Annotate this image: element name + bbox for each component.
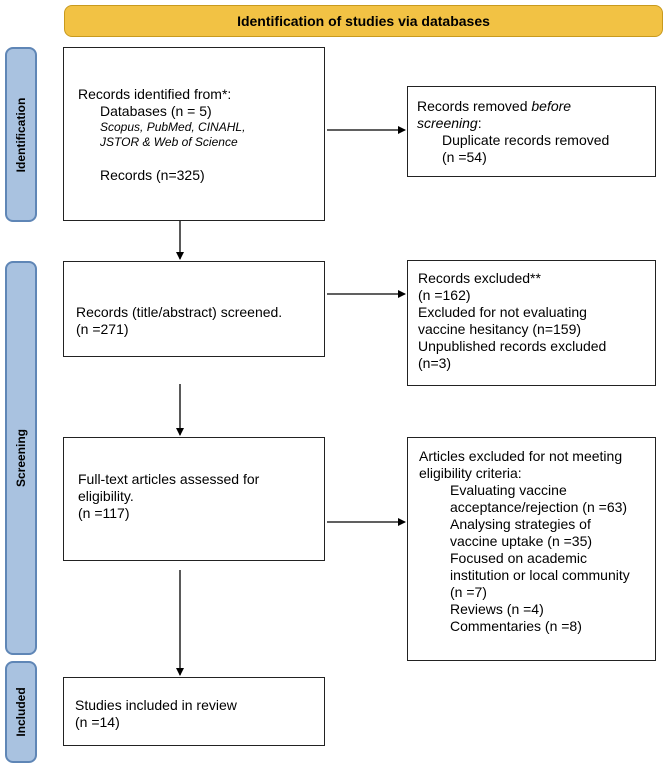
excluded-line-5: Unpublished records excluded xyxy=(418,338,607,354)
phase-included: Included xyxy=(5,661,37,763)
articles-line-9: (n =7) xyxy=(450,584,487,600)
excluded-line-6: (n=3) xyxy=(418,355,452,371)
included-line-2: (n =14) xyxy=(75,714,120,730)
records-excluded-box: Records excluded** (n =162) Excluded for… xyxy=(407,260,656,386)
excluded-line-1: Records excluded** xyxy=(418,270,541,286)
records-identified-box: Records identified from*: Databases (n =… xyxy=(63,47,325,221)
identified-line-3: Scopus, PubMed, CINAHL, xyxy=(100,120,246,134)
studies-included-box: Studies included in review (n =14) xyxy=(63,677,325,746)
identified-line-4: JSTOR & Web of Science xyxy=(100,135,238,149)
fulltext-line-1: Full-text articles assessed for xyxy=(78,471,260,487)
removed-line-4: (n =54) xyxy=(442,149,487,165)
removed-line-3: Duplicate records removed xyxy=(442,132,610,148)
articles-line-6: vaccine uptake (n =35) xyxy=(450,533,593,549)
screened-line-1: Records (title/abstract) screened. xyxy=(76,304,283,320)
articles-line-8: institution or local community xyxy=(450,567,630,583)
fulltext-line-2: eligibility. xyxy=(78,488,134,504)
articles-line-3: Evaluating vaccine xyxy=(450,482,567,498)
excluded-line-4: vaccine hesitancy (n=159) xyxy=(418,321,582,337)
phase-screening: Screening xyxy=(5,261,37,655)
fulltext-line-3: (n =117) xyxy=(78,505,130,521)
records-removed-box: Records removed before screening: Duplic… xyxy=(407,86,656,177)
removed-line-1: Records removed before xyxy=(417,98,572,114)
screened-line-2: (n =271) xyxy=(76,321,129,337)
excluded-line-2: (n =162) xyxy=(418,287,471,303)
fulltext-assessed-box: Full-text articles assessed for eligibil… xyxy=(63,437,325,561)
articles-line-10: Reviews (n =4) xyxy=(450,601,544,617)
header-title: Identification of studies via databases xyxy=(237,13,490,29)
excluded-line-3: Excluded for not evaluating xyxy=(418,304,587,320)
removed-line-2: screening: xyxy=(417,115,482,131)
articles-line-5: Analysing strategies of xyxy=(450,516,591,532)
identified-line-5: Records (n=325) xyxy=(100,167,205,183)
records-screened-box: Records (title/abstract) screened. (n =2… xyxy=(63,261,325,357)
articles-line-4: acceptance/rejection (n =63) xyxy=(450,499,628,515)
included-line-1: Studies included in review xyxy=(75,697,237,713)
phase-identification: Identification xyxy=(5,47,37,222)
articles-line-7: Focused on academic xyxy=(450,550,587,566)
articles-line-1: Articles excluded for not meeting xyxy=(419,448,623,464)
identified-line-2: Databases (n = 5) xyxy=(100,103,212,119)
articles-line-2: eligibility criteria: xyxy=(419,465,522,481)
articles-excluded-box: Articles excluded for not meeting eligib… xyxy=(407,437,656,661)
articles-line-11: Commentaries (n =8) xyxy=(450,618,582,634)
header-banner: Identification of studies via databases xyxy=(64,5,663,37)
identified-line-1: Records identified from*: xyxy=(78,86,232,102)
